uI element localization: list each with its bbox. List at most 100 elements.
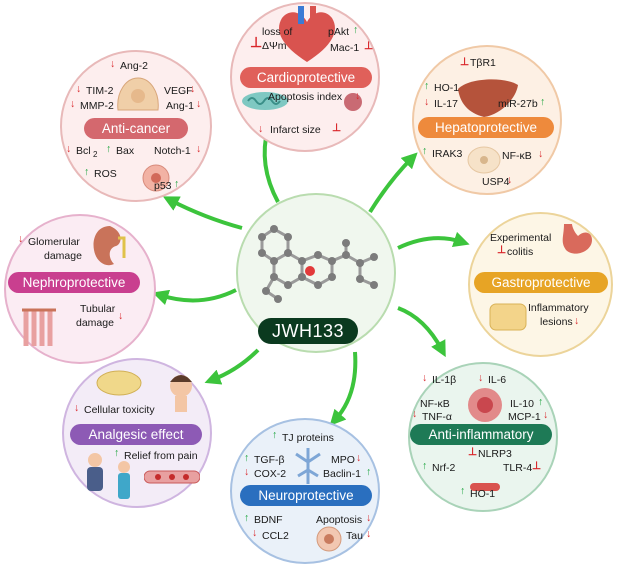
down-arrow-icon: ↓ [258,123,264,135]
arrow-hepato [368,152,418,214]
down-symbol: ⊥ [250,34,263,50]
antiinflam-nlrp3-label: NLRP3 [478,448,512,460]
arrow-analgesic [204,348,260,385]
down-arrow-icon: ↓ [424,96,430,108]
mitochondria-icon [242,92,288,110]
cancer-notch-label: Notch-1 [154,145,191,157]
cardio-mac1-label: Mac-1 [330,42,360,54]
up-arrow-icon: ↑ [366,466,372,478]
jwh133-title: JWH133 [258,318,358,344]
neuroprotective-banner: Neuroprotective [240,485,372,506]
jwh133-center-panel [236,193,396,353]
down-arrow-icon: ↓ [110,58,116,70]
cardio-apoptosis-label: Apoptosis index [268,91,343,103]
analgesic-relief-label: Relief from pain [124,450,198,462]
person-relief-icon [118,461,130,499]
down-arrow-icon: ↓ [244,466,250,478]
arrow-gastro [397,231,470,250]
down-arrow-icon: ↓ [574,315,580,327]
up-arrow-icon: ↑ [540,96,546,108]
cardio-pakt-label: pAkt [328,26,350,38]
tubule-icon [22,308,56,346]
antiinflam-il1b-label: IL-1β [432,374,457,386]
up-arrow-icon: ↑ [538,396,544,408]
neuro-tgfb-label: TGF-β [254,454,285,466]
cardio-loss-label: loss of [262,26,293,38]
neuro-baclin-label: Baclin-1 [323,468,361,480]
tissue-icon [489,303,527,331]
down-arrow-icon: ↓ [196,98,202,110]
molecule-icon [258,225,378,303]
cancer-bcl2-label: Bcl [76,145,91,157]
hepato-tbr1-label: TβR1 [470,57,496,69]
up-arrow-icon: ↑ [84,166,90,178]
cardioprotective-banner: Cardioprotective [240,67,372,88]
cardio-infarct-label: Infarct size [270,124,321,136]
down-arrow-icon: ↓ [70,98,76,110]
down-arrow-icon: ↓ [422,372,428,384]
cell-icon [467,146,501,174]
arrow-cancer [162,196,243,230]
neuro-tau-label: Tau [346,530,363,542]
stomach-icon [562,224,592,254]
hepato-usp4-label: USP4 [482,176,510,188]
down-symbol: ⊥ [460,56,470,68]
down-symbol: ⊥ [364,40,374,52]
hepato-ho1-label: HO-1 [434,82,460,94]
analgesic-toxicity-label: Cellular toxicity [84,404,155,416]
neuro-mpo-label: MPO [331,454,355,466]
down-arrow-icon: ↓ [355,90,361,102]
down-arrow-icon: ↓ [366,528,372,540]
down-arrow-icon: ↓ [18,233,24,245]
nephroprotective-banner: Nephroprotective [8,272,140,293]
cancer-ang1-label: Ang-1 [166,100,195,112]
neuro-apoptosis-label: Apoptosis [316,514,363,526]
heart-icon [279,6,335,63]
hepato-nfkb-label: NF-κB [502,150,532,162]
gastro-experimental-label: Experimental [490,232,552,244]
down-arrow-icon: ↓ [538,148,544,160]
nephro-damage1-label: damage [44,250,82,262]
up-arrow-icon: ↑ [424,80,430,92]
cells-icon [96,370,142,396]
hepato-mir27b-label: miR-27b [498,98,538,110]
liver-icon [458,79,518,117]
cancer-ros-label: ROS [94,168,117,180]
inflamed-tissue-icon [468,388,502,422]
antiinflam-il6-label: IL-6 [488,374,507,386]
anticancer-banner: Anti-cancer [84,118,188,139]
neuro-bdnf-label: BDNF [254,514,283,526]
antiinflam-ho1-label: HO-1 [470,488,496,500]
down-arrow-icon: ↓ [478,372,484,384]
down-arrow-icon: ↓ [190,83,196,95]
analgesic-banner: Analgesic effect [70,424,202,445]
kidney-icon [93,226,126,266]
arrow-nephro [152,288,237,306]
oxygen-atom [305,266,315,276]
cancer-tim2-label: TIM-2 [86,85,114,97]
cardio-dpsi-label: ΔΨm [262,40,287,52]
down-arrow-icon: ↓ [366,512,372,524]
tumor-icon [117,77,159,111]
gastro-inflammatory-label: Inflammatory [528,302,589,314]
up-arrow-icon: ↑ [244,452,250,464]
neuron-icon [295,448,321,484]
hepato-irak3-label: IRAK3 [432,148,463,160]
neuron-cell-icon [316,526,342,552]
gastroprotective-banner: Gastroprotective [474,272,608,293]
down-arrow-icon: ↓ [74,402,80,414]
down-arrow-icon: ↓ [412,408,418,420]
up-arrow-icon: ↑ [174,178,180,190]
antiinflam-nrf2-label: Nrf-2 [432,462,456,474]
arrow-antiinflam [397,306,446,358]
cancer-vegf-label: VEGF [164,85,193,97]
antiinflam-nfkb-label: NF-κB [420,398,450,410]
up-arrow-icon: ↑ [244,512,250,524]
cancer-cell-icon [142,164,170,192]
gastro-colitis-label: colitis [507,246,534,258]
neuro-cox2-label: COX-2 [254,468,287,480]
antiinflam-mcp1-label: MCP-1 [508,411,541,423]
down-arrow-icon: ↓ [356,452,362,464]
down-symbol: ⊥ [497,244,507,256]
